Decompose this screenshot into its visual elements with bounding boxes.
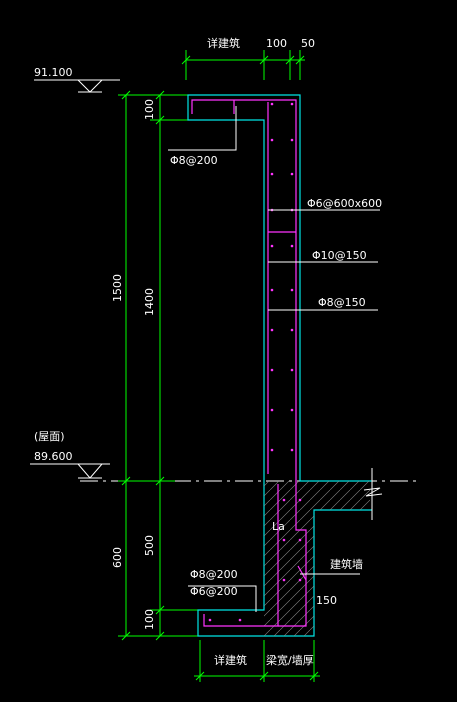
bottom-detail-label: 详建筑 [214, 653, 247, 667]
label-la: La [272, 520, 285, 533]
label-bottom-bar1: Φ8@200 [190, 568, 238, 581]
label-top-bar: Φ8@200 [170, 154, 218, 167]
break-line [363, 468, 383, 520]
top-dim-50: 50 [301, 37, 315, 50]
top-detail-label: 详建筑 [207, 36, 240, 50]
left-dimensions: 1500 100 1400 600 500 100 [111, 90, 200, 641]
roof-elevation-mark: (屋面) 89.600 [30, 430, 110, 479]
label-150: 150 [316, 594, 337, 607]
top-elevation-mark: 91.100 [34, 66, 120, 93]
top-dim-100: 100 [266, 37, 287, 50]
roof-elevation-value: 89.600 [34, 450, 73, 463]
dim-upper-100: 100 [143, 99, 156, 120]
label-horiz-bar: Φ8@150 [318, 296, 366, 309]
roof-label: (屋面) [34, 430, 65, 443]
dim-lower-100: 100 [143, 609, 156, 630]
dim-600: 600 [111, 547, 124, 568]
concrete-outline [187, 94, 372, 637]
dim-500: 500 [143, 535, 156, 556]
rebar-dots [208, 102, 302, 622]
label-bottom-bar2: Φ6@200 [190, 585, 238, 598]
dim-1400: 1400 [143, 288, 156, 316]
label-vert-bar: Φ10@150 [312, 249, 367, 262]
bottom-dimension: 详建筑 梁宽/墙厚 [194, 640, 320, 682]
top-dimension: 详建筑 100 50 [181, 36, 315, 80]
label-slab: 建筑墙 [330, 557, 363, 571]
top-elevation-value: 91.100 [34, 66, 73, 79]
rebar [191, 99, 307, 627]
label-tie-bar: Φ6@600x600 [307, 197, 382, 210]
leaders [168, 106, 380, 612]
bottom-beam-label: 梁宽/墙厚 [266, 653, 314, 667]
dim-1500: 1500 [111, 274, 124, 302]
